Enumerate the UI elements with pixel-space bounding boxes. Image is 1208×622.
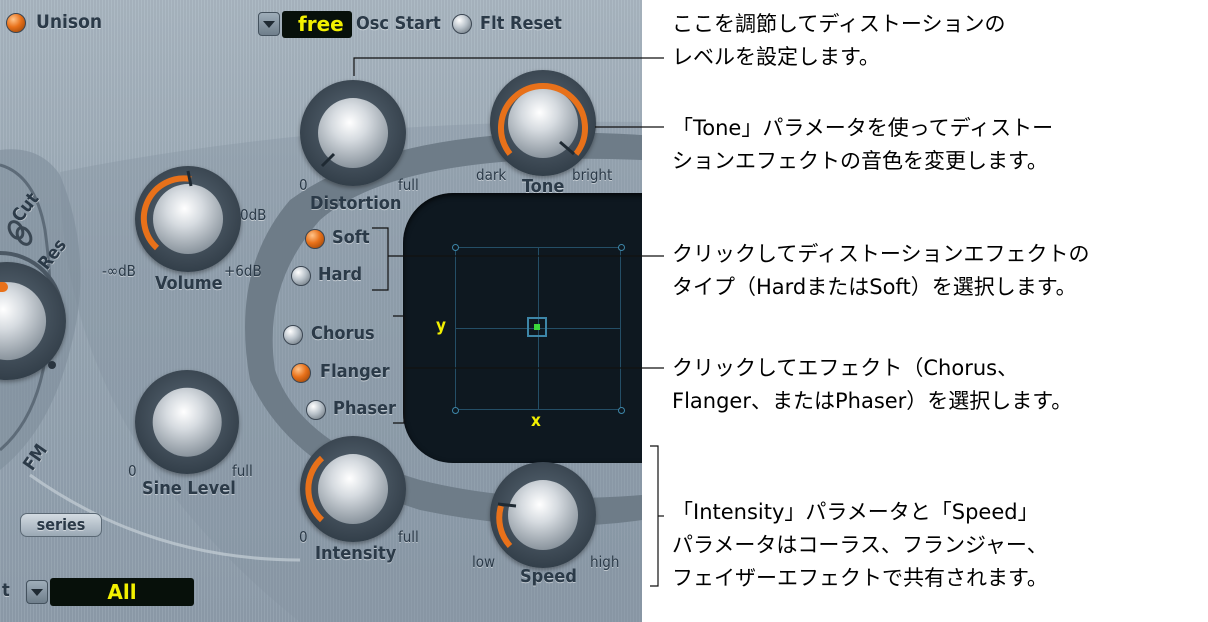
distortion-max-label: full	[398, 176, 419, 194]
phaser-label: Phaser	[333, 398, 396, 419]
osc-start-dropdown-button[interactable]	[258, 12, 280, 36]
sine-level-max-label: full	[232, 462, 253, 480]
annotation-line: ションエフェクトの音色を変更します。	[672, 149, 1048, 173]
bottom-prefix-label: t	[2, 580, 10, 601]
tone-max-label: bright	[572, 166, 613, 184]
osc-start-value: free	[298, 12, 344, 36]
annotation-distortion: ここを調節してディストーションの レベルを設定します。	[672, 8, 1005, 74]
sine-level-knob[interactable]	[135, 370, 239, 474]
distortion-min-label: 0	[299, 176, 308, 194]
speed-max-label: high	[590, 553, 620, 571]
annotation-line: フェイザーエフェクトで共有されます。	[672, 566, 1048, 590]
flanger-led[interactable]	[291, 363, 311, 383]
intensity-arc	[305, 455, 325, 523]
xy-handle[interactable]	[527, 317, 547, 337]
xy-corner-dot	[618, 244, 625, 251]
synth-effects-panel: Unison free Osc Start Flt Reset Cut Res …	[0, 0, 642, 622]
soft-label: Soft	[332, 227, 370, 248]
annotation-line: 「Tone」パラメータを使ってディストー	[672, 116, 1054, 140]
hard-led[interactable]	[291, 266, 311, 286]
triangle-down-icon	[263, 21, 275, 28]
soft-led[interactable]	[305, 229, 325, 249]
volume-max-label: +6dB	[224, 262, 262, 280]
tone-min-label: dark	[476, 166, 507, 184]
intensity-min-label: 0	[299, 528, 308, 546]
bottom-display-value: All	[107, 580, 137, 604]
xy-corner-dot	[618, 407, 625, 414]
osc-start-display[interactable]: free	[282, 11, 352, 38]
annotation-line: Flanger、またはPhaser）を選択します。	[672, 389, 1073, 413]
osc-start-label: Osc Start	[356, 13, 441, 34]
xy-x-label: x	[531, 411, 541, 431]
volume-arc	[140, 170, 193, 251]
flanger-label: Flanger	[320, 361, 390, 382]
volume-knob[interactable]	[135, 166, 241, 272]
annotation-tone: 「Tone」パラメータを使ってディストー ションエフェクトの音色を変更します。	[672, 112, 1053, 178]
series-label: series	[36, 515, 86, 534]
speed-arc	[496, 502, 517, 549]
annotation-line: クリックしてディストーションエフェクトの	[672, 242, 1090, 266]
knob-indicator-dot	[48, 361, 56, 369]
bottom-dropdown-button[interactable]	[26, 580, 48, 604]
annotation-line: レベルを設定します。	[672, 45, 880, 69]
chain-link-icon[interactable]	[6, 218, 34, 248]
bottom-display[interactable]: All	[50, 578, 194, 606]
distortion-label: Distortion	[310, 193, 402, 214]
annotation-line: タイプ（HardまたはSoft）を選択します。	[672, 275, 1077, 299]
annotation-line: パラメータはコーラス、フランジャー、	[672, 533, 1048, 557]
annotation-effect: クリックしてエフェクト（Chorus、 Flanger、またはPhaser）を選…	[672, 352, 1072, 418]
flt-reset-led[interactable]	[452, 14, 472, 34]
xy-point	[534, 324, 540, 330]
xy-corner-dot	[452, 244, 459, 251]
distortion-knob[interactable]	[300, 80, 406, 186]
tone-knob[interactable]	[490, 70, 596, 176]
speed-label: Speed	[520, 566, 577, 587]
tone-arc	[498, 83, 588, 156]
volume-mid-label: 0dB	[240, 206, 267, 224]
intensity-label: Intensity	[315, 543, 397, 564]
annotation-line: 「Intensity」パラメータと「Speed」	[672, 500, 1039, 524]
annotation-type: クリックしてディストーションエフェクトの タイプ（HardまたはSoft）を選択…	[672, 238, 1089, 304]
unison-label: Unison	[36, 11, 102, 33]
phaser-led[interactable]	[306, 400, 326, 420]
speed-knob[interactable]	[490, 462, 596, 568]
distortion-indicator	[320, 152, 336, 168]
volume-min-label: -∞dB	[102, 262, 136, 280]
series-button[interactable]: series	[20, 513, 102, 537]
intensity-max-label: full	[398, 528, 419, 546]
xy-y-label: y	[436, 316, 446, 336]
chorus-led[interactable]	[283, 325, 303, 345]
speed-min-label: low	[472, 553, 496, 571]
sine-level-min-label: 0	[128, 462, 137, 480]
annotation-line: クリックしてエフェクト（Chorus、	[672, 356, 1019, 380]
hard-label: Hard	[318, 264, 363, 285]
volume-label: Volume	[155, 273, 223, 294]
unison-led[interactable]	[6, 13, 26, 33]
chorus-label: Chorus	[311, 323, 375, 344]
filter-knob-arc	[0, 282, 8, 292]
triangle-down-icon	[31, 589, 43, 596]
tone-label: Tone	[522, 176, 565, 197]
intensity-knob[interactable]	[300, 436, 406, 542]
annotation-line: ここを調節してディストーションの	[672, 12, 1006, 36]
sine-level-label: Sine Level	[142, 478, 236, 499]
flt-reset-label: Flt Reset	[480, 13, 562, 34]
xy-corner-dot	[452, 407, 459, 414]
annotation-shared: 「Intensity」パラメータと「Speed」 パラメータはコーラス、フランジ…	[672, 496, 1048, 595]
